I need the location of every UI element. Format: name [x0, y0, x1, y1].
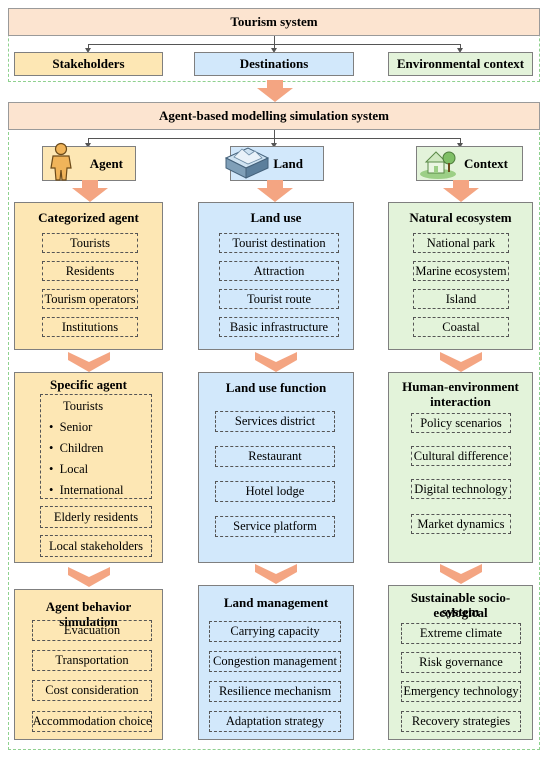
tourists-group: Tourists • Senior • Children • Local • I…	[40, 394, 152, 499]
land-use-title: Land use	[250, 210, 302, 225]
land-use-function-title: Land use function	[225, 380, 327, 395]
chevron-land-1	[255, 352, 297, 372]
sustainable-system-title-line2: system	[441, 604, 480, 619]
list-item: Elderly residents	[40, 506, 152, 528]
list-item: Basic infrastructure	[219, 317, 339, 337]
list-item: Risk governance	[401, 652, 521, 673]
chevron-agent-2	[68, 567, 110, 587]
arrow-context-1	[443, 180, 479, 202]
land-use-function-box: Land use function Services district Rest…	[198, 372, 354, 563]
tourism-system-header: Tourism system	[8, 8, 540, 36]
land-use-box: Land use Tourist destination Attraction …	[198, 202, 354, 350]
destinations-label: Destinations	[239, 56, 309, 71]
list-item: Restaurant	[215, 446, 335, 467]
list-item: Extreme climate	[401, 623, 521, 644]
land-management-title: Land management	[223, 595, 329, 610]
specific-agent-box: Specific agent Tourists • Senior • Child…	[14, 372, 163, 563]
list-item: Marine ecosystem	[413, 261, 509, 281]
list-item: • Local	[49, 462, 89, 476]
list-item: • Children	[49, 441, 104, 455]
destinations-box: Destinations	[194, 52, 354, 76]
chevron-agent-1	[68, 352, 110, 372]
list-item: Carrying capacity	[209, 621, 341, 642]
list-item: Attraction	[219, 261, 339, 281]
agent-behavior-box: Agent behavior simulation Evacuation Tra…	[14, 589, 163, 740]
land-label: Land	[273, 155, 303, 171]
list-item: Resilience mechanism	[209, 681, 341, 702]
sustainable-system-box: Sustainable socio-ecological system Extr…	[388, 585, 533, 740]
abm-title: Agent-based modelling simulation system	[158, 108, 390, 123]
list-item: Service platform	[215, 516, 335, 537]
natural-ecosystem-title: Natural ecosystem	[409, 210, 512, 225]
tourism-system-title: Tourism system	[230, 14, 318, 29]
list-item: Cultural difference	[411, 446, 511, 466]
human-environment-title-line2: interaction	[430, 394, 491, 409]
list-item: Residents	[42, 261, 138, 281]
stakeholders-label: Stakeholders	[52, 56, 125, 71]
human-environment-box: Human-environment interaction Policy sce…	[388, 372, 533, 563]
list-item: Recovery strategies	[401, 711, 521, 732]
list-item: Tourist destination	[219, 233, 339, 253]
list-item: Tourists	[42, 233, 138, 253]
list-item: Adaptation strategy	[209, 711, 341, 732]
list-item: Emergency technology	[401, 681, 521, 702]
land-management-box: Land management Carrying capacity Conges…	[198, 585, 354, 740]
list-item: Island	[413, 289, 509, 309]
list-item: Accommodation choice	[32, 711, 152, 732]
stakeholders-box: Stakeholders	[14, 52, 163, 76]
list-item: Local stakeholders	[40, 535, 152, 557]
list-item: Cost consideration	[32, 680, 152, 701]
agent-behavior-title: Agent behavior simulation	[45, 599, 132, 629]
categorized-agent-title: Categorized agent	[38, 210, 139, 225]
abm-header: Agent-based modelling simulation system	[8, 102, 540, 130]
tourists-group-title: Tourists	[63, 399, 104, 413]
list-item: Tourist route	[219, 289, 339, 309]
human-environment-title-line1: Human-environment	[402, 379, 519, 394]
agent-label: Agent	[89, 155, 123, 171]
list-item: Services district	[215, 411, 335, 432]
list-item: Coastal	[413, 317, 509, 337]
environmental-context-box: Environmental context	[388, 52, 533, 76]
context-label: Context	[463, 155, 508, 171]
list-item: • Senior	[49, 420, 93, 434]
list-item: Market dynamics	[411, 514, 511, 534]
arrow-agent-1	[72, 180, 108, 202]
sustainable-system-title-line1: Sustainable socio-ecological	[410, 590, 511, 620]
list-item: Institutions	[42, 317, 138, 337]
specific-agent-title: Specific agent	[50, 377, 127, 392]
list-item: Congestion management	[209, 651, 341, 672]
arrow-land-1	[257, 180, 293, 202]
house-tree-icon	[420, 151, 456, 179]
list-item: Transportation	[32, 650, 152, 671]
list-item: Hotel lodge	[215, 481, 335, 502]
down-arrow-main	[257, 80, 293, 102]
list-item: Evacuation	[32, 620, 152, 641]
list-item: National park	[413, 233, 509, 253]
list-item: Digital technology	[411, 479, 511, 499]
categorized-agent-box: Categorized agent Tourists Residents Tou…	[14, 202, 163, 350]
terrain-block-icon	[224, 147, 270, 179]
chevron-context-1	[440, 352, 482, 372]
person-icon	[50, 142, 72, 181]
chevron-land-2	[255, 564, 297, 584]
environmental-context-label: Environmental context	[396, 56, 525, 71]
list-item: Policy scenarios	[411, 413, 511, 433]
chevron-context-2	[440, 564, 482, 584]
list-item: Tourism operators	[42, 289, 138, 309]
natural-ecosystem-box: Natural ecosystem National park Marine e…	[388, 202, 533, 350]
list-item: • International	[49, 483, 124, 497]
